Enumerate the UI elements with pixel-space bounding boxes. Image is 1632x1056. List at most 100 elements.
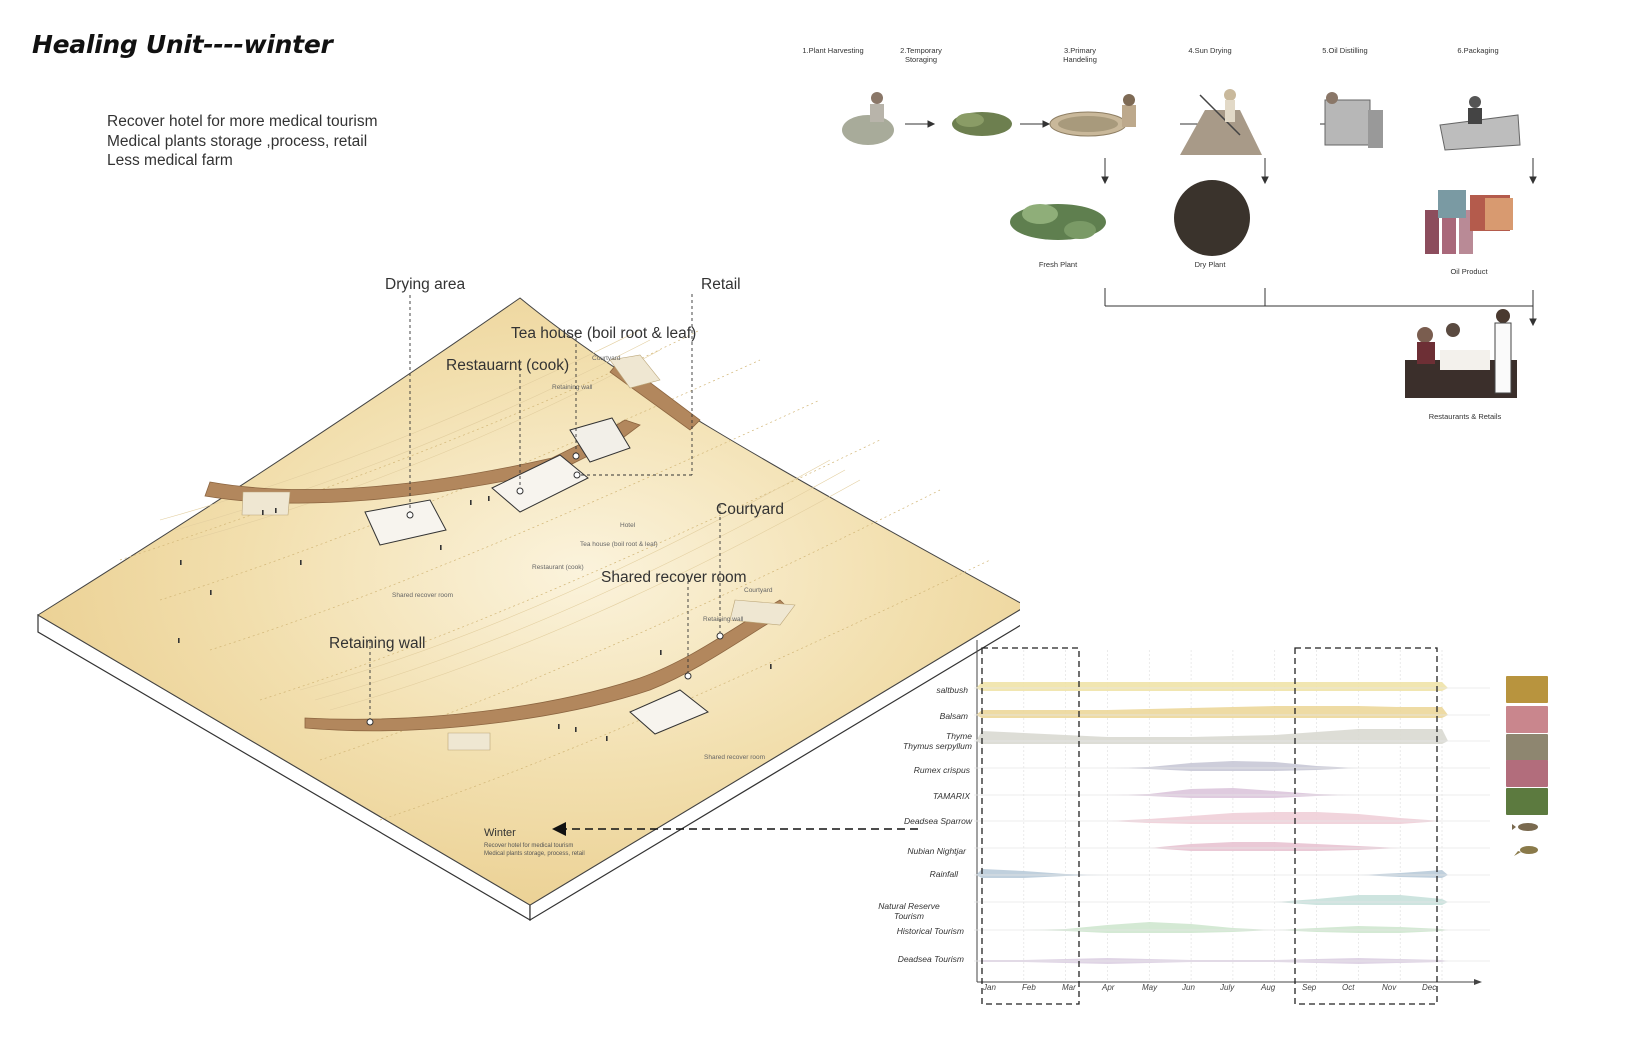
balsam-photo [1506, 706, 1548, 733]
small-label: Courtyard [592, 355, 621, 362]
timeline-row-label: Thyme Thymus serpyllum [903, 731, 972, 751]
month-label: Aug [1261, 983, 1276, 992]
callout-restaurant: Restauarnt (cook) [446, 357, 570, 374]
month-label: Mar [1062, 983, 1076, 992]
timeline-band [976, 706, 1448, 718]
timeline-band [976, 729, 1448, 744]
callout-markers [366, 452, 724, 726]
small-label: Retaining wall [552, 384, 593, 391]
callout-shared-recover-room: Shared recover room [601, 569, 747, 586]
field-rows [159, 329, 861, 711]
small-label: Tea house (boil root & leaf) [580, 541, 658, 548]
process-step-label: 4.Sun Drying [1188, 46, 1232, 55]
month-label: Sep [1302, 983, 1317, 992]
winter-window-jan-mar [981, 647, 1080, 1005]
site-isometric-plan [37, 294, 1020, 922]
callout-retail: Retail [701, 276, 741, 293]
month-label: May [1142, 983, 1158, 992]
timeline-row-label: Natural Reserve Tourism [878, 901, 940, 921]
timeline-band [976, 869, 1448, 878]
oil-distilling-illustration [1324, 92, 1383, 148]
month-label: Feb [1022, 983, 1036, 992]
timeline-row-label: Balsam [939, 711, 968, 721]
product-label: Oil Product [1450, 267, 1488, 276]
dry-plant-illustration [1174, 180, 1250, 256]
small-label: Hotel [620, 522, 636, 529]
month-label: Jan [983, 983, 996, 992]
small-label: Shared recover room [392, 592, 454, 599]
intro-line: Medical plants storage ,process, retail [107, 132, 368, 150]
process-step-label: 2.Temporary Storaging [900, 46, 942, 64]
timeline-row-label: Rumex crispus [913, 765, 970, 775]
winter-window-sep-dec [1294, 647, 1438, 1005]
timeline-band [976, 922, 1448, 933]
timeline-band [976, 812, 1448, 824]
fresh-plant-illustration [1010, 204, 1106, 240]
callout-retaining-wall: Retaining wall [329, 635, 426, 652]
month-label: Nov [1382, 983, 1397, 992]
callout-leaders [369, 294, 721, 722]
sun-drying-illustration [1180, 89, 1262, 155]
tea-house-building [569, 417, 631, 463]
timeline-row-label: Rainfall [929, 869, 958, 879]
restaurant-building [491, 454, 589, 513]
timeline-x-arrowhead [1474, 979, 1482, 985]
small-label: Restaurant (cook) [532, 564, 584, 571]
people-figures [178, 496, 772, 741]
lower-recover-room-building [629, 689, 709, 735]
month-label: Jun [1182, 983, 1195, 992]
intro-line: Less medical farm [107, 152, 233, 169]
lower-retaining-wall [304, 599, 791, 732]
terrace-steps [241, 354, 796, 751]
storage-illustration [952, 112, 1012, 136]
thyme-photo [1506, 734, 1548, 761]
timeline-row-label: TAMARIX [932, 791, 970, 801]
season-note-line: Medical plants storage, process, retail [484, 851, 585, 857]
timeline-bands [976, 682, 1448, 964]
final-label: Restaurants & Retails [1428, 412, 1502, 421]
process-step-label: 1.Plant Harvesting [802, 46, 864, 55]
month-label: Apr [1102, 983, 1115, 992]
intro-text: Recover hotel for more medical tourism M… [107, 112, 378, 171]
timeline-band [976, 895, 1448, 905]
timeline-band [976, 788, 1448, 798]
terrain-surface [37, 297, 1020, 906]
season-note-line: Recover hotel for medical tourism [484, 843, 574, 849]
month-label: July [1220, 983, 1235, 992]
shared-recover-room-building [364, 499, 447, 546]
timeline-band [976, 842, 1448, 851]
month-label: Oct [1342, 983, 1355, 992]
small-label: Retaining wall [703, 616, 744, 623]
intro-line: Recover hotel for more medical tourism [107, 113, 378, 130]
contour-lines [119, 329, 991, 821]
timeline-row-label: saltbush [936, 685, 968, 695]
nightjar-icon [1514, 846, 1538, 856]
product-label: Dry Plant [1194, 260, 1226, 269]
season-note-text: Recover hotel for medical tourism Medica… [484, 842, 585, 858]
process-step-label: 6.Packaging [1457, 46, 1499, 55]
product-label: Fresh Plant [1038, 260, 1078, 269]
harvesting-illustration [842, 92, 894, 145]
timeline-baselines [974, 687, 1490, 962]
rumex-photo [1506, 760, 1548, 787]
process-step-label: 5.Oil Distilling [1322, 46, 1368, 55]
timeline-row-label: Deadsea Tourism [897, 954, 964, 964]
seasonal-timeline-chart [974, 640, 1490, 1005]
page-title: Healing Unit----winter [32, 30, 333, 59]
season-note-title: Winter [484, 827, 516, 839]
timeline-band [976, 682, 1448, 691]
restaurant-retail-illustration [1405, 309, 1517, 398]
timeline-row-label: Deadsea Sparrow [903, 816, 972, 826]
oil-product-illustration [1425, 190, 1513, 254]
small-label: Courtyard [744, 587, 773, 594]
callout-courtyard: Courtyard [716, 501, 785, 518]
saltbush-photo [1506, 676, 1548, 703]
tamarix-photo [1506, 788, 1548, 815]
winter-link-arrowhead [552, 822, 566, 836]
month-label: Dec [1422, 983, 1437, 992]
timeline-row-label: Nubian Nightjar [907, 846, 966, 856]
sparrow-icon [1512, 823, 1538, 831]
timeline-row-label: Historical Tourism [896, 926, 964, 936]
packaging-illustration [1439, 96, 1521, 151]
small-label: Shared recover room [704, 754, 766, 761]
